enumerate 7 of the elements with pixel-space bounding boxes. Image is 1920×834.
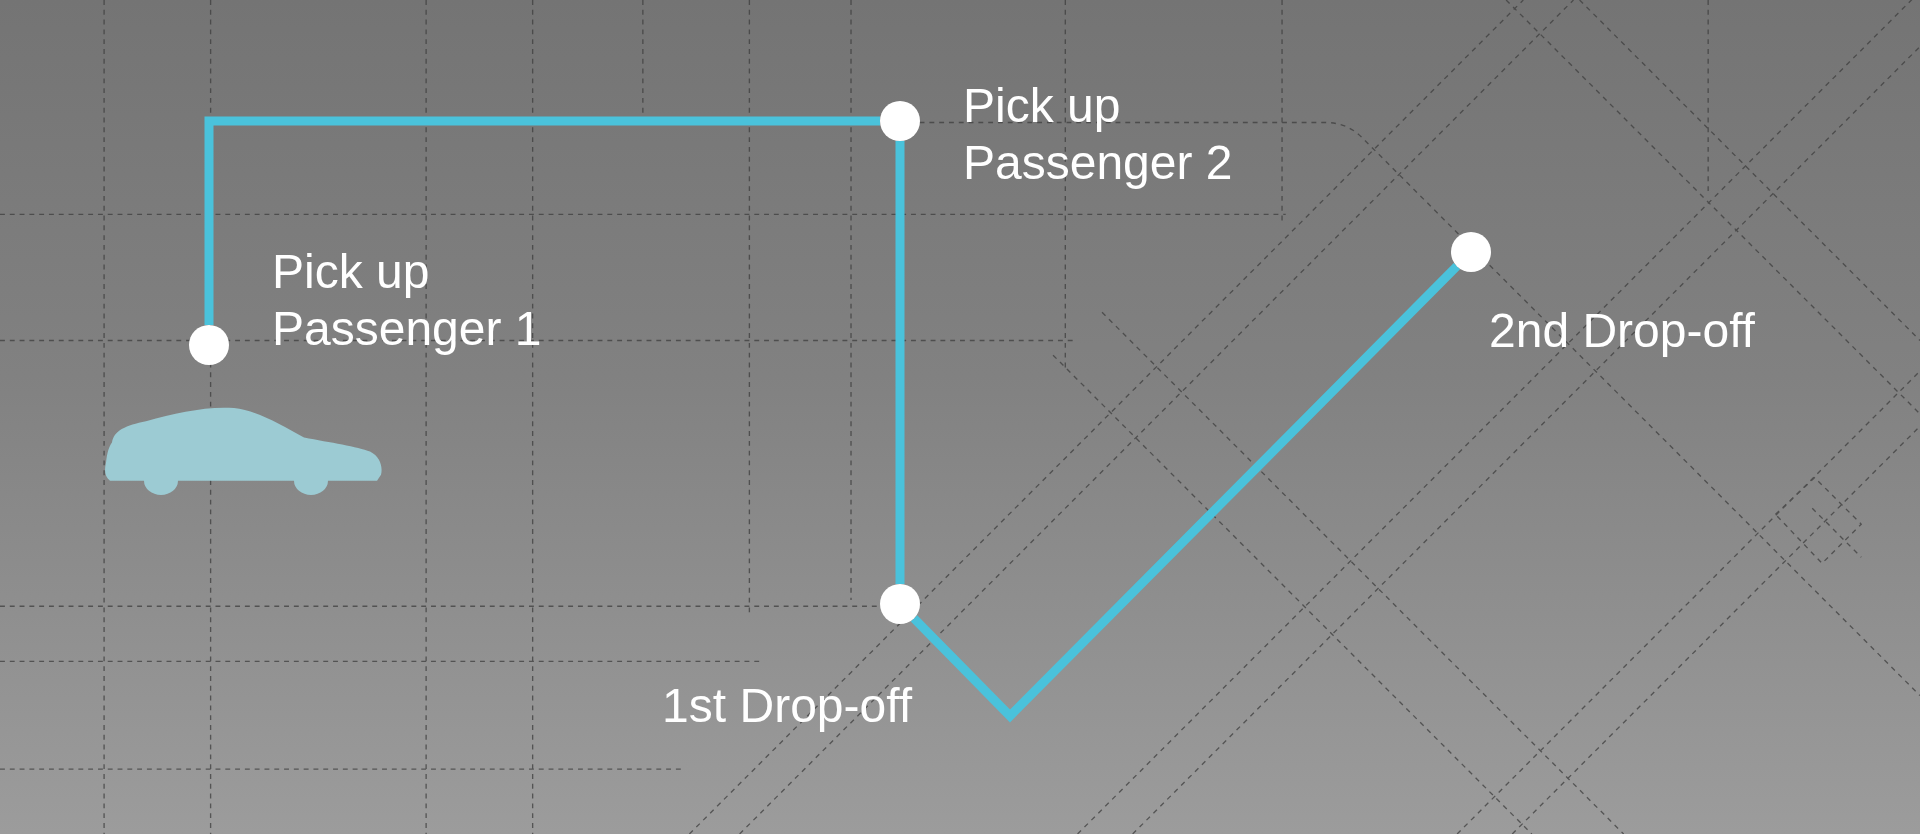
- stop-label: Pick up Passenger 2: [963, 78, 1234, 191]
- stop-label: 1st Drop-off: [662, 678, 912, 734]
- stop-label: 2nd Drop-off: [1489, 303, 1755, 359]
- route-line: [895, 141, 905, 584]
- stop-label: Pick up Passenger 1: [272, 244, 543, 357]
- route-line: [204, 116, 880, 325]
- route-line: [910, 263, 1461, 723]
